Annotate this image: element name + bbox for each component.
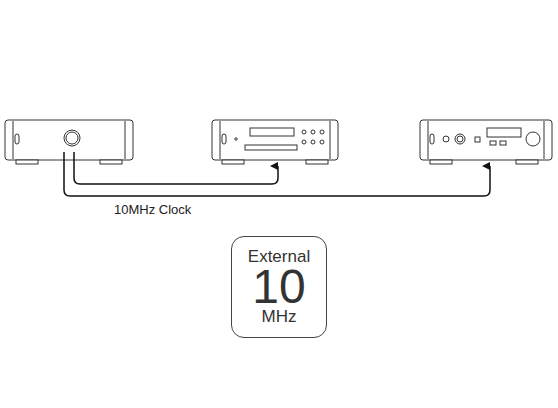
- clock-badge: External10MHz: [231, 236, 327, 338]
- cable-label: 10MHz Clock: [112, 202, 193, 217]
- clock-cable: [64, 152, 490, 196]
- badge-text: 10: [252, 262, 305, 312]
- cd-player: [212, 120, 338, 164]
- badge-text: MHz: [262, 308, 297, 326]
- dac-amplifier: [420, 120, 552, 164]
- master-clock: [5, 120, 133, 164]
